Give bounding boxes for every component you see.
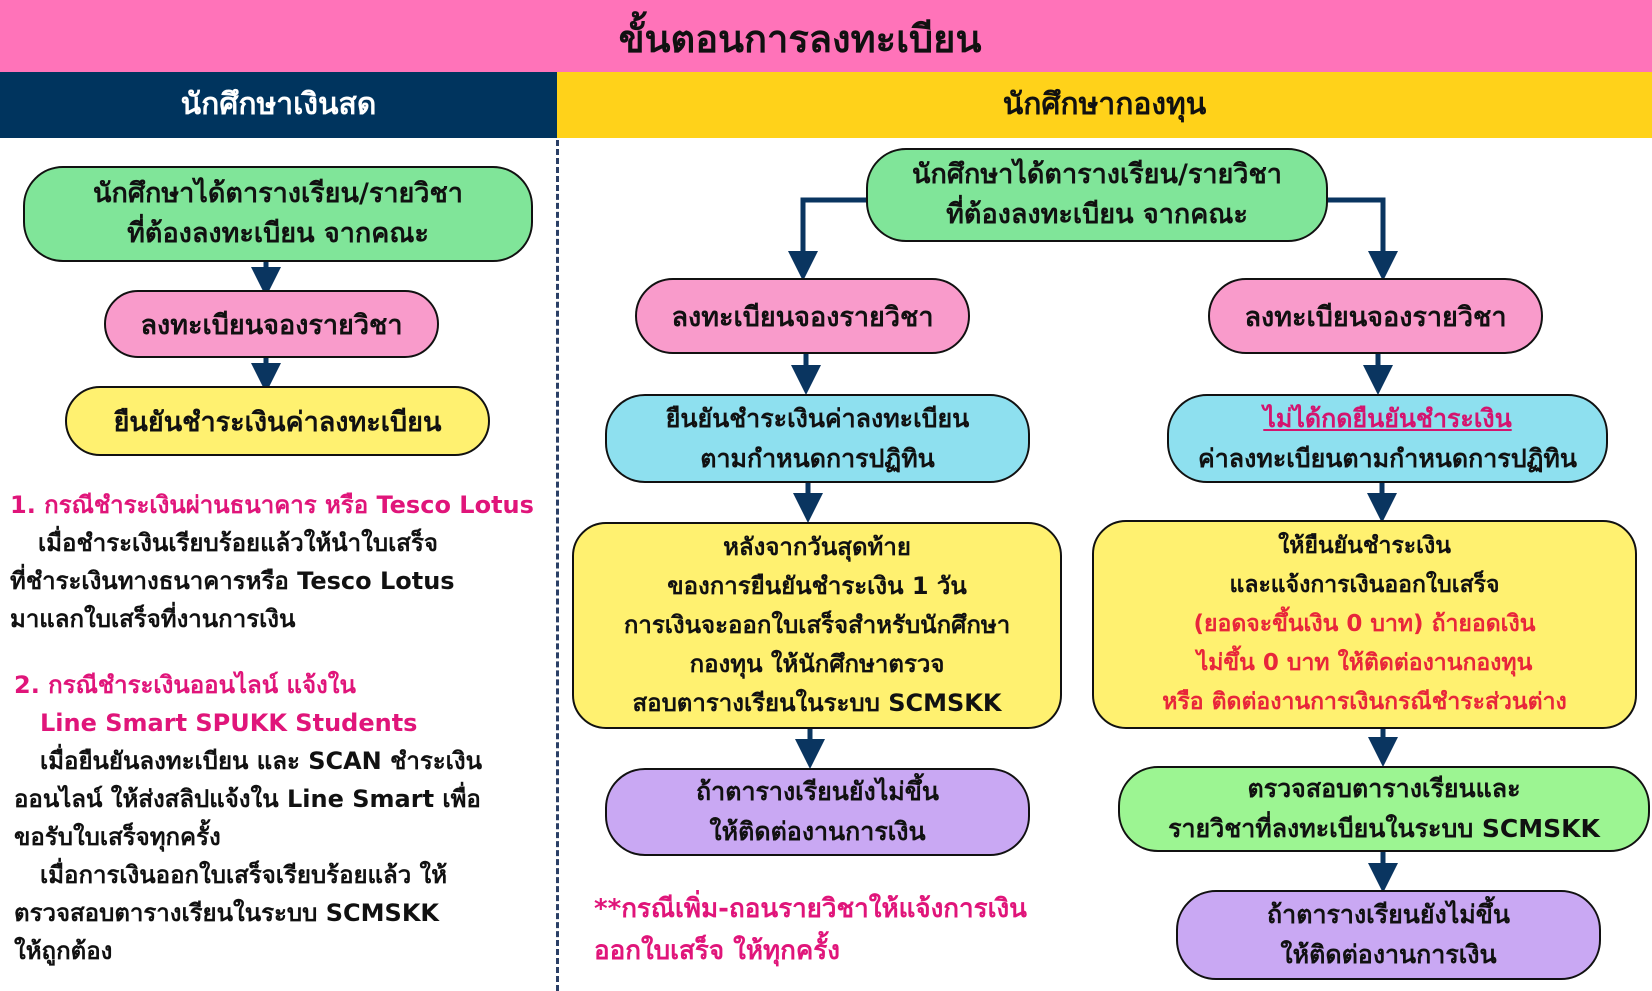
fund-left-confirm-line1: ยืนยันชำระเงินค่าลงทะเบียน <box>665 403 970 433</box>
fund-right-not-confirmed-line2: ค่าลงทะเบียนตามกำหนดการปฏิทิน <box>1198 443 1577 473</box>
fund-top-line2: ที่ต้องลงทะเบียน จากคณะ <box>946 199 1248 230</box>
fund-right-contact-finance: ถ้าตารางเรียนยังไม่ขึ้น ให้ติดต่องานการเ… <box>1176 890 1601 980</box>
cash-note-1: 1. กรณีชำระเงินผ่านธนาคาร หรือ Tesco Lot… <box>10 486 534 638</box>
cash-note1-line: มาแลกใบเสร็จที่งานการเงิน <box>10 605 296 633</box>
fund-right-check-line2: รายวิชาที่ลงทะเบียนในระบบ SCMSKK <box>1168 814 1600 843</box>
fund-right-confirm-line: ให้ยืนยันชำระเงิน <box>1278 533 1451 559</box>
fund-left-reserve: ลงทะเบียนจองรายวิชา <box>635 278 970 354</box>
fund-left-contact-line1: ถ้าตารางเรียนยังไม่ขึ้น <box>696 777 939 806</box>
cash-note2-line: เมื่อยืนยันลงทะเบียน และ SCAN ชำระเงิน <box>40 747 482 775</box>
cash-column-header: นักศึกษาเงินสด <box>0 72 557 138</box>
cash-note1-line: ที่ชำระเงินทางธนาคารหรือ Tesco Lotus <box>10 567 455 595</box>
fund-right-confirm-notify: ให้ยืนยันชำระเงิน และแจ้งการเงินออกใบเสร… <box>1092 520 1637 729</box>
fund-right-check-schedule: ตรวจสอบตารางเรียนและ รายวิชาที่ลงทะเบียน… <box>1118 766 1650 852</box>
fund-left-after-line: กองทุน ให้นักศึกษาตรวจ <box>689 650 945 678</box>
arrow-fund-top-left <box>788 197 866 281</box>
fund-right-confirm-red-line: ไม่ขึ้น 0 บาท ให้ติดต่องานกองทุน <box>1196 650 1533 676</box>
fund-right-contact-line2: ให้ติดต่องานการเงิน <box>1280 940 1497 969</box>
page-title: ขั้นตอนการลงทะเบียน <box>618 17 982 61</box>
title-bar <box>0 0 1652 72</box>
fund-right-not-confirmed-line1: ไม่ได้กดยืนยันชำระเงิน <box>1263 403 1512 433</box>
fund-left-after-line: สอบตารางเรียนในระบบ SCMSKK <box>632 689 1002 717</box>
cash-note2-line: ออนไลน์ ให้ส่งสลิปแจ้งใน Line Smart เพื่… <box>14 785 481 813</box>
fund-right-check-line1: ตรวจสอบตารางเรียนและ <box>1247 774 1521 803</box>
fund-right-confirm-line: และแจ้งการเงินออกใบเสร็จ <box>1229 572 1500 598</box>
fund-right-reserve: ลงทะเบียนจองรายวิชา <box>1208 278 1543 354</box>
cash-step1-line2: ที่ต้องลงทะเบียน จากคณะ <box>127 218 429 249</box>
cash-note2-line: เมื่อการเงินออกใบเสร็จเรียบร้อยแล้ว ให้ <box>40 861 448 889</box>
fund-left-reserve-label: ลงทะเบียนจองรายวิชา <box>671 301 934 333</box>
cash-step-reserve: ลงทะเบียนจองรายวิชา <box>104 290 439 358</box>
fund-left-after-line: หลังจากวันสุดท้าย <box>723 533 911 561</box>
fund-left-after-deadline: หลังจากวันสุดท้าย ของการยืนยันชำระเงิน 1… <box>572 522 1062 729</box>
fund-left-contact-finance: ถ้าตารางเรียนยังไม่ขึ้น ให้ติดต่องานการเ… <box>605 768 1030 856</box>
fund-column-header: นักศึกษากองทุน <box>557 72 1652 138</box>
cash-note2-heading1: 2. กรณีชำระเงินออนไลน์ แจ้งใน <box>14 671 356 699</box>
cash-step2-label: ลงทะเบียนจองรายวิชา <box>140 309 403 341</box>
cash-step-confirm: ยืนยันชำระเงินค่าลงทะเบียน <box>65 386 490 456</box>
fund-bottom-note: **กรณีเพิ่ม-ถอนรายวิชาให้แจ้งการเงิน ออก… <box>594 888 1027 972</box>
cash-note2-heading2: Line Smart SPUKK Students <box>40 709 418 737</box>
fund-step-get-schedule: นักศึกษาได้ตารางเรียน/รายวิชา ที่ต้องลงท… <box>866 148 1328 242</box>
arrow-fund-top-right <box>1328 197 1398 281</box>
fund-header-label: นักศึกษากองทุน <box>1002 87 1207 122</box>
cash-step-get-schedule: นักศึกษาได้ตารางเรียน/รายวิชา ที่ต้องลงท… <box>23 166 533 262</box>
cash-note1-line: เมื่อชำระเงินเรียบร้อยแล้วให้นำใบเสร็จ <box>38 529 438 557</box>
cash-note2-line: ขอรับใบเสร็จทุกครั้ง <box>14 823 221 851</box>
fund-right-confirm-red-line: หรือ ติดต่องานการเงินกรณีชำระส่วนต่าง <box>1162 689 1567 715</box>
fund-bottom-note-line1: **กรณีเพิ่ม-ถอนรายวิชาให้แจ้งการเงิน <box>594 894 1027 924</box>
fund-left-confirm: ยืนยันชำระเงินค่าลงทะเบียน ตามกำหนดการปฏ… <box>605 394 1030 483</box>
fund-top-line1: นักศึกษาได้ตารางเรียน/รายวิชา <box>912 159 1282 190</box>
cash-step1-line1: นักศึกษาได้ตารางเรียน/รายวิชา <box>93 178 463 209</box>
column-divider <box>556 140 559 991</box>
fund-left-after-line: การเงินจะออกใบเสร็จสำหรับนักศึกษา <box>623 611 1011 639</box>
cash-step3-label: ยืนยันชำระเงินค่าลงทะเบียน <box>113 406 442 438</box>
cash-note2-line: ตรวจสอบตารางเรียนในระบบ SCMSKK <box>14 899 440 927</box>
fund-right-not-confirmed: ไม่ได้กดยืนยันชำระเงิน ค่าลงทะเบียนตามกำ… <box>1167 394 1608 483</box>
fund-right-contact-line1: ถ้าตารางเรียนยังไม่ขึ้น <box>1267 900 1510 929</box>
fund-right-reserve-label: ลงทะเบียนจองรายวิชา <box>1244 301 1507 333</box>
cash-note2-line: ให้ถูกต้อง <box>14 937 113 965</box>
fund-right-confirm-red-line: (ยอดจะขึ้นเงิน 0 บาท) ถ้ายอดเงิน <box>1193 611 1536 637</box>
cash-header-label: นักศึกษาเงินสด <box>180 87 377 122</box>
cash-note-2: 2. กรณีชำระเงินออนไลน์ แจ้งใน Line Smart… <box>14 666 482 970</box>
fund-left-after-line: ของการยืนยันชำระเงิน 1 วัน <box>667 572 967 600</box>
fund-bottom-note-line2: ออกใบเสร็จ ให้ทุกครั้ง <box>594 936 840 966</box>
fund-left-confirm-line2: ตามกำหนดการปฏิทิน <box>700 443 935 473</box>
fund-left-contact-line2: ให้ติดต่องานการเงิน <box>709 817 926 846</box>
cash-note1-heading: 1. กรณีชำระเงินผ่านธนาคาร หรือ Tesco Lot… <box>10 491 534 519</box>
